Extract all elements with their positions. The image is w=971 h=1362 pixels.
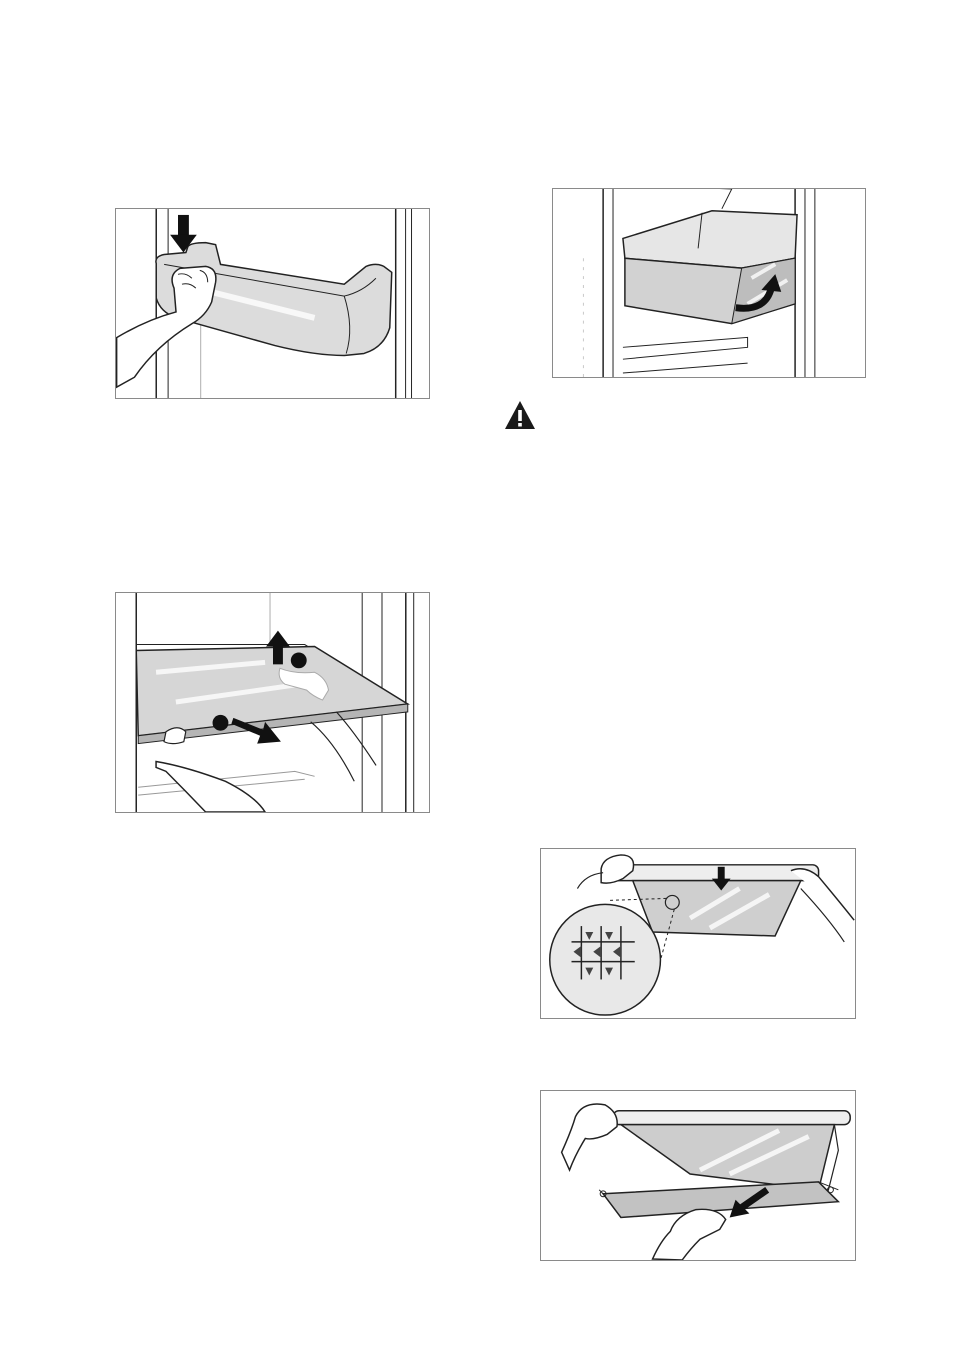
glass-shelf-illustration bbox=[115, 592, 430, 813]
step-marker-2 bbox=[213, 715, 229, 731]
warning-triangle-icon bbox=[504, 400, 536, 430]
drawer-illustration bbox=[552, 188, 866, 378]
filter-cover-illustration bbox=[540, 848, 856, 1019]
step-marker-1 bbox=[291, 652, 307, 668]
crisper-cover-illustration bbox=[540, 1090, 856, 1261]
door-bin-illustration bbox=[115, 208, 430, 399]
